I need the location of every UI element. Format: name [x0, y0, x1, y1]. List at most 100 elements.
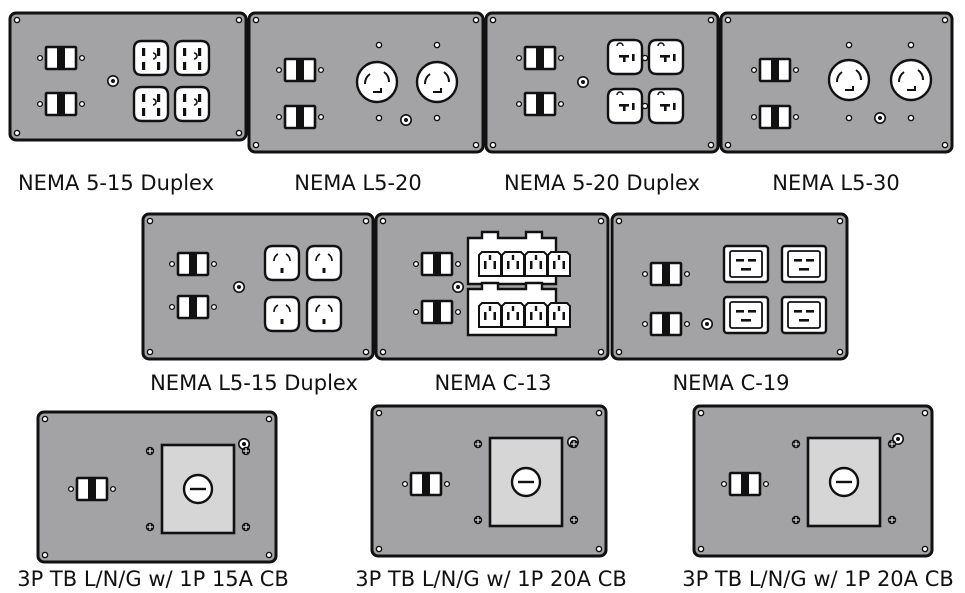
panel-3p-tb-20a-cb-1: 3P TB L/N/G w/ 1P 20A CB: [355, 404, 627, 591]
c13-socket-icon: [524, 302, 548, 328]
panel-nema-5-15-duplex: NEMA 5-15 Duplex: [8, 11, 248, 195]
mounting-hole-icon: [13, 16, 21, 24]
nema-5-20-receptacle-icon: [606, 38, 644, 76]
nema-l5-15-receptacle-icon: [305, 244, 343, 282]
mounting-hole-icon: [362, 217, 370, 225]
mounting-hole-icon: [41, 551, 49, 559]
mounting-hole-icon: [941, 16, 949, 24]
panel-3p-tb-20a-cb-2: 3P TB L/N/G w/ 1P 20A CB: [682, 404, 954, 591]
mounting-hole-icon: [13, 129, 21, 137]
screw-hole-icon: [375, 114, 383, 122]
panel-plate: [8, 11, 248, 142]
c13-socket-icon: [501, 302, 525, 328]
mounting-hole-icon: [379, 348, 387, 356]
c13-socket-icon: [547, 251, 571, 277]
mounting-hole-icon: [489, 16, 497, 24]
panel-label: NEMA C-19: [672, 371, 789, 395]
panel-plate: [141, 212, 375, 361]
mounting-hole-icon: [615, 217, 623, 225]
nema-5-15-receptacle-icon: [132, 39, 170, 77]
mounting-hole-icon: [597, 217, 605, 225]
panel-plate: [610, 212, 849, 361]
nema-5-20-receptacle-icon: [606, 87, 644, 125]
nema-l5-15-receptacle-icon: [263, 244, 301, 282]
screw-hole-icon: [433, 41, 441, 49]
mounting-hole-icon: [472, 141, 480, 149]
mounting-hole-icon: [265, 551, 273, 559]
mounting-hole-icon: [489, 141, 497, 149]
mounting-hole-icon: [379, 217, 387, 225]
screw-hole-icon: [375, 41, 383, 49]
mounting-hole-icon: [697, 545, 705, 553]
mounting-hole-icon: [724, 16, 732, 24]
mounting-hole-icon: [597, 348, 605, 356]
panel-label: NEMA L5-15 Duplex: [150, 371, 358, 395]
panel-label: 3P TB L/N/G w/ 1P 20A CB: [355, 567, 627, 591]
panel-label: 3P TB L/N/G w/ 1P 15A CB: [17, 567, 289, 591]
mounting-hole-icon: [146, 217, 154, 225]
nema-5-20-receptacle-icon: [647, 87, 685, 125]
mounting-hole-icon: [235, 129, 243, 137]
c19-socket-icon: [780, 244, 828, 284]
ground-stud-icon: [700, 317, 714, 331]
nema-5-15-receptacle-icon: [173, 39, 211, 77]
mounting-hole-icon: [375, 545, 383, 553]
panel-label: NEMA L5-30: [772, 171, 900, 195]
mounting-hole-icon: [41, 415, 49, 423]
mounting-hole-icon: [697, 409, 705, 417]
nema-5-15-receptacle-icon: [173, 85, 211, 123]
ground-stud-icon: [107, 75, 119, 87]
mounting-hole-icon: [595, 545, 603, 553]
c13-socket-icon: [524, 251, 548, 277]
mounting-hole-icon: [252, 16, 260, 24]
mounting-hole-icon: [921, 409, 929, 417]
mounting-hole-icon: [836, 217, 844, 225]
nema-l5-15-receptacle-icon: [305, 295, 343, 333]
panel-3p-tb-15a-cb: 3P TB L/N/G w/ 1P 15A CB: [17, 410, 289, 591]
c13-socket-icon: [547, 302, 571, 328]
c13-socket-icon: [501, 251, 525, 277]
panel-nema-c-19: NEMA C-19: [610, 212, 849, 395]
nema-l5-20-twistlock-icon: [415, 60, 459, 104]
mounting-hole-icon: [472, 16, 480, 24]
screw-hole-icon: [907, 41, 915, 49]
screw-hole-icon: [641, 102, 649, 110]
mounting-hole-icon: [836, 348, 844, 356]
c19-socket-icon: [722, 244, 770, 284]
panel-nema-l5-30: NEMA L5-30: [719, 11, 954, 195]
ground-stud-icon: [399, 114, 413, 126]
panel-nema-5-20-duplex: NEMA 5-20 Duplex: [484, 11, 720, 195]
panel-label: 3P TB L/N/G w/ 1P 20A CB: [682, 567, 954, 591]
mounting-hole-icon: [146, 348, 154, 356]
ground-stud-icon: [576, 76, 590, 88]
nema-l5-30-twistlock-icon: [889, 58, 933, 102]
mounting-hole-icon: [615, 348, 623, 356]
mounting-hole-icon: [362, 348, 370, 356]
c19-socket-icon: [722, 295, 770, 335]
ground-stud-icon: [873, 112, 887, 124]
panel-label: NEMA 5-15 Duplex: [18, 171, 214, 195]
mounting-hole-icon: [724, 141, 732, 149]
nema-l5-30-twistlock-icon: [827, 58, 871, 102]
panel-plate: [36, 410, 278, 564]
screw-hole-icon: [845, 114, 853, 122]
nema-5-20-receptacle-icon: [647, 38, 685, 76]
mounting-hole-icon: [595, 409, 603, 417]
screw-hole-icon: [907, 114, 915, 122]
nema-5-15-receptacle-icon: [132, 85, 170, 123]
c13-socket-icon: [478, 302, 502, 328]
mounting-hole-icon: [252, 141, 260, 149]
ground-stud-icon: [233, 280, 245, 294]
c19-socket-icon: [780, 295, 828, 335]
mounting-hole-icon: [707, 16, 715, 24]
panel-label: NEMA L5-20: [294, 171, 422, 195]
screw-hole-icon: [641, 54, 649, 62]
panel-plate: [484, 11, 720, 154]
panel-label: NEMA 5-20 Duplex: [504, 171, 700, 195]
c13-socket-icon: [478, 251, 502, 277]
mounting-hole-icon: [235, 16, 243, 24]
mounting-hole-icon: [265, 415, 273, 423]
mounting-hole-icon: [707, 141, 715, 149]
panel-nema-l5-15-duplex: NEMA L5-15 Duplex: [141, 212, 375, 395]
screw-hole-icon: [433, 114, 441, 122]
